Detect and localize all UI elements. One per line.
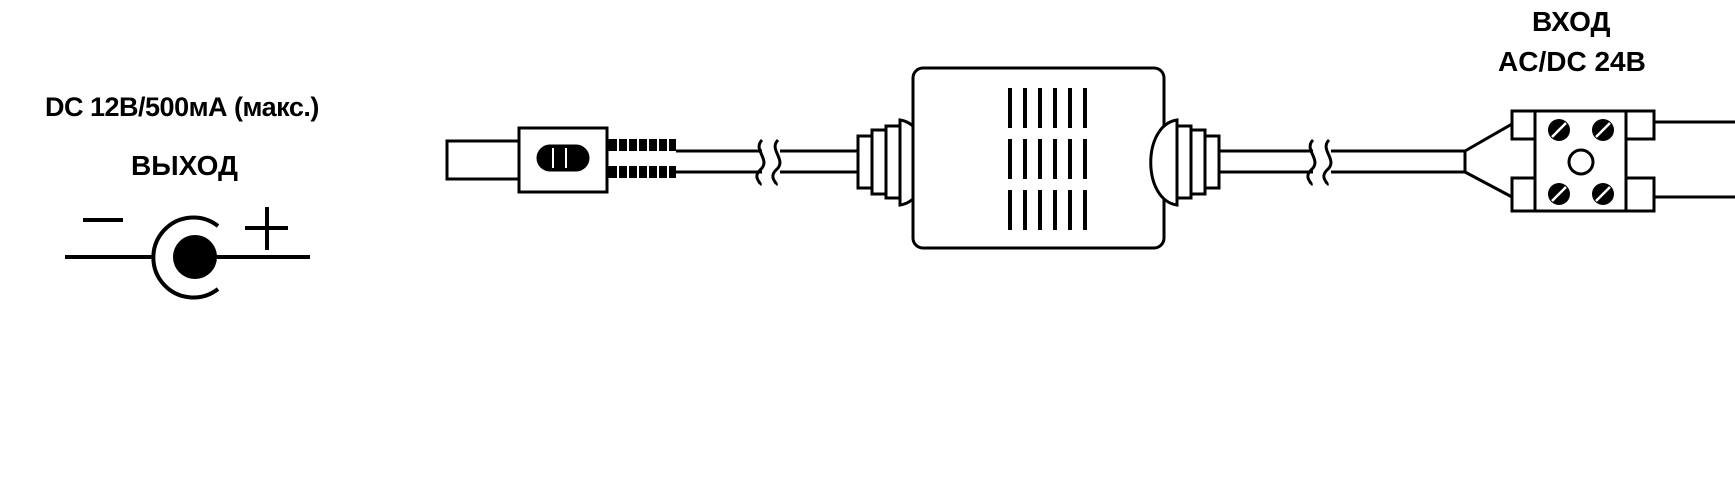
vent-slot [1083,139,1087,179]
vent-slot [1083,190,1087,230]
terminal-block [1510,109,1735,213]
input-title-label: ВХОД [1532,6,1611,37]
vent-slot [1008,139,1012,179]
dc-plug [445,126,676,194]
polarity-symbol [65,207,310,300]
cable-break-icon [1306,138,1333,187]
polarity-center-dot-icon [173,235,217,279]
vent-slot [1008,88,1012,128]
vent-slot [1023,190,1027,230]
plug-tip [445,139,521,181]
vent-slot [1038,88,1042,128]
vent-slot [1068,88,1072,128]
output-spec-label: DC 12В/500мА (макс.) [45,92,319,122]
vent-slots-icon [1008,88,1087,230]
vent-slot [1068,139,1072,179]
input-spec-label: AC/DC 24В [1498,46,1646,77]
vent-slot [1038,190,1042,230]
wire-split [1463,122,1513,199]
vent-slot [1068,190,1072,230]
right-grommet [1149,118,1221,207]
output-wires [1654,120,1735,199]
vent-slot [1053,190,1057,230]
vent-slot [1083,88,1087,128]
strain-relief-ridges-icon [617,139,669,178]
output-cable [676,138,868,187]
plug-grip-icon [536,144,590,172]
polarity-arc-icon [151,215,220,300]
vent-slot [1053,88,1057,128]
output-title-label: ВЫХОД [131,150,238,181]
plus-sign-icon [245,207,288,250]
vent-slot [1008,190,1012,230]
input-cable [1219,122,1513,199]
vent-slot [1038,139,1042,179]
vent-slot [1053,139,1057,179]
cable-break-icon [755,138,782,187]
vent-slot [1023,88,1027,128]
converter-box [911,66,1166,250]
terminal-center-hole-icon [1567,148,1595,176]
vent-slot [1023,139,1027,179]
